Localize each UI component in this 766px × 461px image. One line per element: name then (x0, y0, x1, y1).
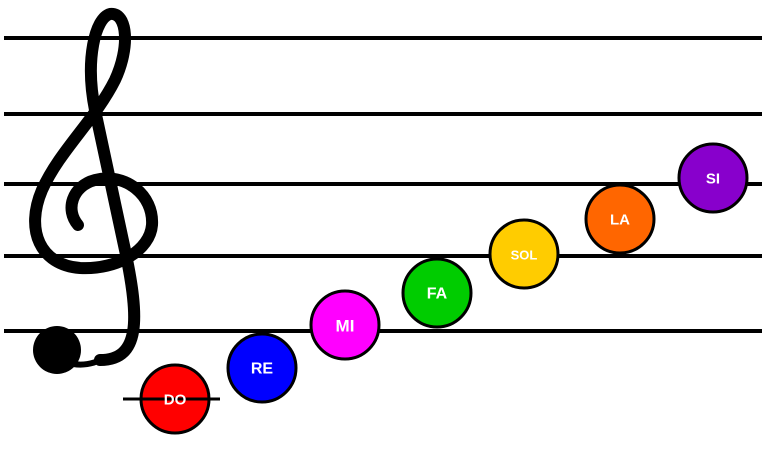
notes-group: DO RE MI FA SOL LA SI (123, 142, 749, 435)
note-mi: MI (309, 289, 381, 361)
note-label: SOL (511, 248, 538, 263)
note-si: SI (677, 142, 749, 214)
note-la: LA (584, 183, 656, 255)
note-circle (309, 289, 381, 361)
note-circle (226, 332, 298, 404)
treble-clef-ball (33, 326, 81, 374)
note-label: LA (610, 212, 630, 229)
note-label: SI (706, 171, 720, 188)
note-re: RE (226, 332, 298, 404)
note-label: DO (164, 392, 187, 409)
note-circle (488, 218, 560, 290)
note-label: FA (427, 286, 448, 303)
note-fa: FA (401, 257, 473, 329)
note-label: MI (336, 317, 355, 336)
note-circle (677, 142, 749, 214)
treble-clef-stroke (29, 8, 159, 366)
note-sol: SOL (488, 218, 560, 290)
treble-clef-icon (29, 8, 159, 374)
note-do: DO (123, 363, 220, 435)
note-circle (401, 257, 473, 329)
note-label: RE (251, 361, 274, 378)
note-circle (584, 183, 656, 255)
